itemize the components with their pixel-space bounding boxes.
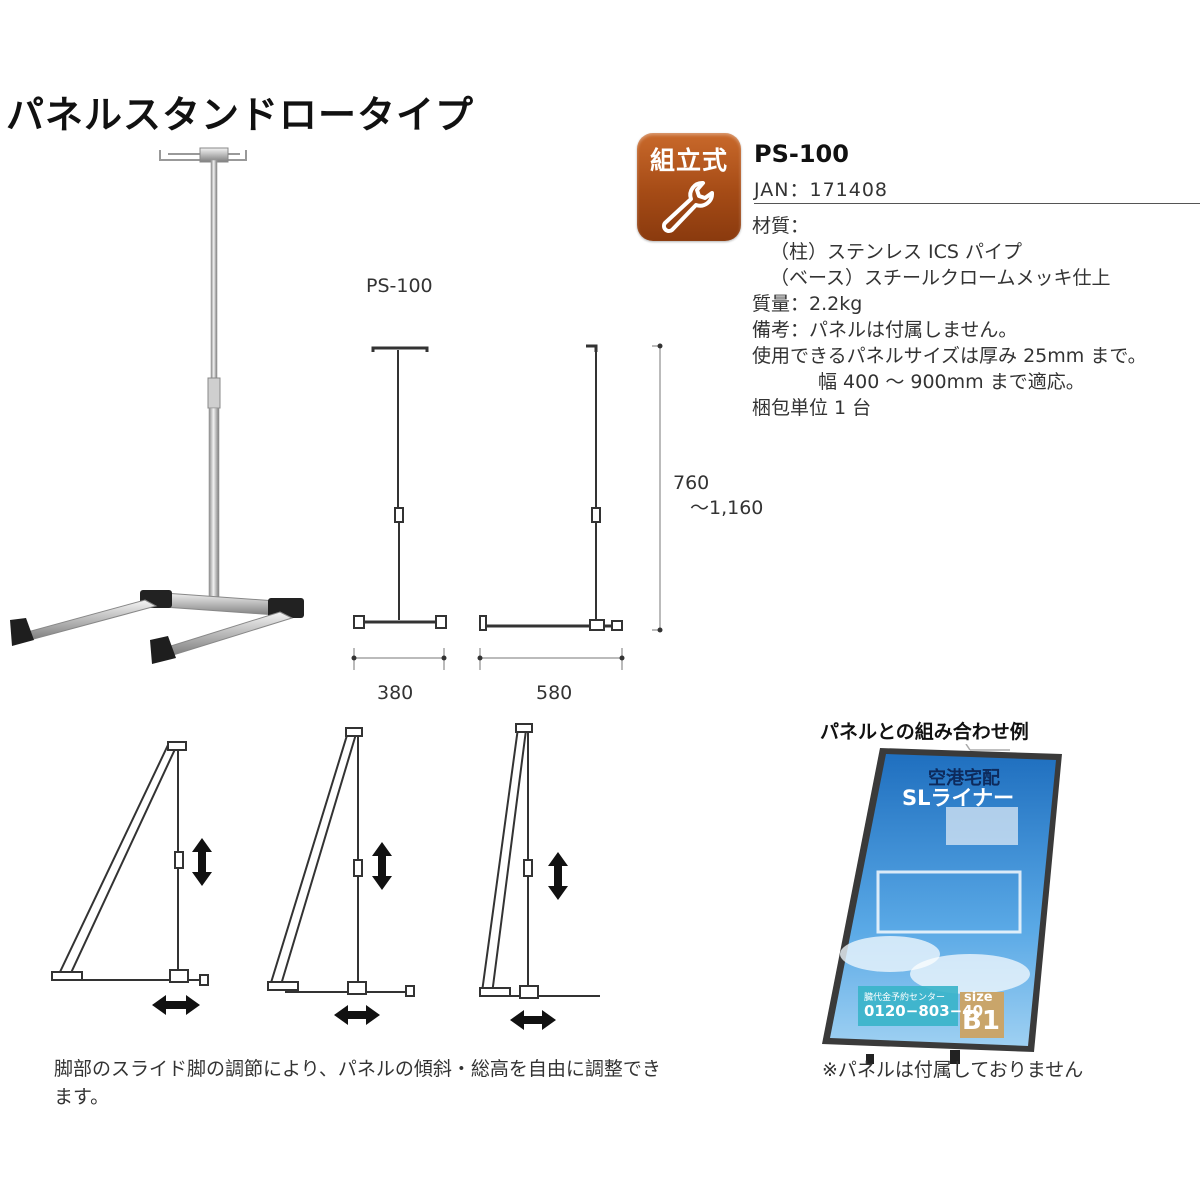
combo-title: パネルとの組み合わせ例 [820,721,1029,743]
poster-size: B1 [962,1006,1000,1036]
height-min-label: 760 [673,472,710,494]
jan-code: JAN：171408 [754,179,889,201]
diagram-model-label: PS-100 [366,275,433,297]
width-side-label: 580 [536,682,573,704]
poster-size-label: size [964,990,993,1005]
adjustment-caption: 脚部のスライド脚の調節により、パネルの傾斜・総高を自由に調整できます。 [54,1058,661,1108]
spec-pole: （柱）ステンレス ICS パイプ [770,241,1023,263]
poster-frame [822,743,1062,1064]
spec-panel-thickness: 使用できるパネルサイズは厚み 25mm まで。 [752,345,1147,367]
assembly-badge: 組立式 [637,133,741,241]
tilt-illustrations [51,723,600,1030]
badge-label: 組立式 [649,146,728,175]
poster-heading: 空港宅配 [928,768,1000,789]
divider [754,203,1200,204]
spec-remarks: 備考：パネルは付属しません。 [752,319,1018,341]
spec-packing: 梱包単位 1 台 [752,397,872,419]
spec-panel-width: 幅 400 〜 900mm まで適応。 [818,371,1085,393]
panel-not-included-note: ※パネルは付属しておりません [822,1059,1084,1081]
height-max-label: 〜1,160 [690,497,764,519]
page-title: パネルスタンドロータイプ [6,93,475,137]
spec-list: 材質： （柱）ステンレス ICS パイプ （ベース）スチールクロームメッキ仕上 … [752,213,1147,421]
product-model: PS-100 [754,140,849,168]
stand-photo [10,147,304,664]
width-front-label: 380 [377,682,414,704]
poster-brand: SLライナー [902,786,1015,810]
spec-base: （ベース）スチールクロームメッキ仕上 [770,267,1111,289]
wrench-icon [662,181,714,233]
poster-phone: 0120−803−40 [864,1002,984,1020]
spec-weight: 質量：2.2kg [752,293,863,315]
spec-material: 材質： [752,215,810,237]
poster-phone-label: 臓代金予約センター [864,993,946,1003]
dimension-drawing [351,343,663,670]
poster-example: 空港宅配 SLライナー 臓代金予約センター 0120−803−40 size B… [820,743,1080,1064]
